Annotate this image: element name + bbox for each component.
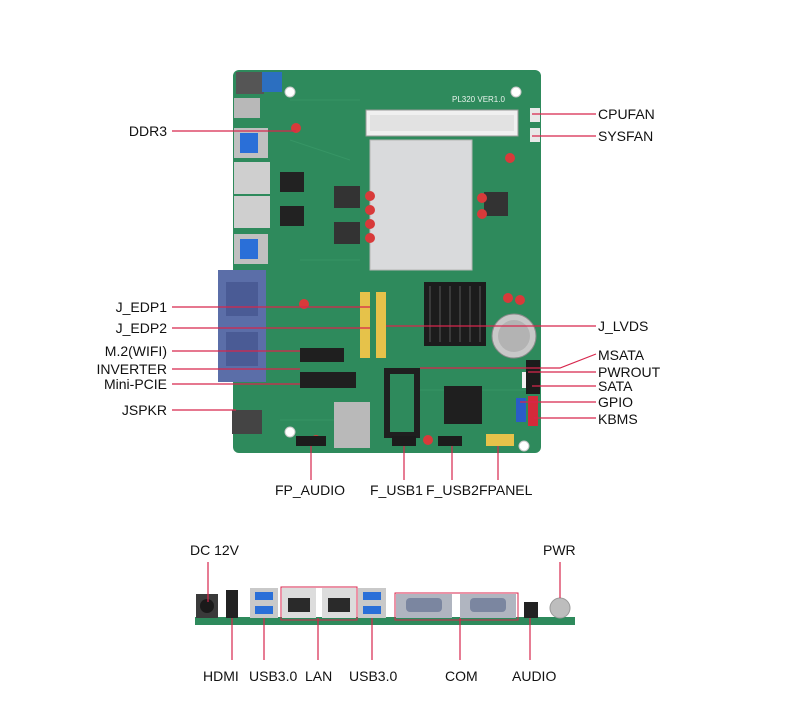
- label-audio: AUDIO: [512, 668, 557, 684]
- power-button: [549, 597, 571, 619]
- label-pwrout: PWROUT: [598, 364, 661, 380]
- label-sysfan: SYSFAN: [598, 128, 654, 144]
- label-sata: SATA: [598, 378, 633, 394]
- cpufan-header: [530, 108, 540, 122]
- f-usb1-header: [392, 436, 416, 446]
- lan-top-1: [234, 162, 270, 194]
- green-terminal: [262, 72, 282, 92]
- label-cpufan: CPUFAN: [598, 106, 655, 122]
- label-j-lvds: J_LVDS: [598, 318, 649, 334]
- label-lan: LAN: [305, 668, 333, 684]
- fpanel-header: [486, 434, 514, 446]
- dc-jack-top: [236, 72, 264, 94]
- leader-lines: [172, 113, 597, 660]
- label-j-edp2: J_EDP2: [115, 320, 167, 336]
- com-highlight: [394, 592, 519, 621]
- card-slot: [334, 402, 370, 448]
- lan-highlight: [280, 586, 358, 621]
- label-jspkr: JSPKR: [121, 402, 167, 418]
- hdmi-port: [226, 590, 238, 618]
- label-pwr: PWR: [543, 542, 576, 558]
- label-dc12v: DC 12V: [190, 542, 240, 558]
- board-top-view: [218, 70, 541, 453]
- label-fp-audio: FP_AUDIO: [275, 482, 346, 498]
- label-gpio: GPIO: [598, 394, 634, 410]
- lan-top-2: [234, 196, 270, 228]
- label-f-usb1: F_USB1: [370, 482, 423, 498]
- label-hdmi: HDMI: [203, 668, 239, 684]
- label-com: COM: [445, 668, 478, 684]
- label-f-usb2: F_USB2: [426, 482, 479, 498]
- label-mini-pcie: Mini-PCIE: [103, 376, 167, 392]
- fp-audio-header: [296, 436, 326, 446]
- label-inverter: INVERTER: [96, 361, 167, 377]
- label-kbms: KBMS: [598, 411, 638, 427]
- label-ddr3: DDR3: [128, 123, 167, 139]
- label-usb30-right: USB3.0: [349, 668, 398, 684]
- label-usb30-left: USB3.0: [249, 668, 298, 684]
- label-msata: MSATA: [598, 347, 645, 363]
- cpu-heat-plate: [369, 139, 473, 271]
- minipcie-slot: [300, 372, 356, 388]
- label-j-edp1: J_EDP1: [115, 299, 167, 315]
- io-pcb-strip: [195, 617, 575, 625]
- sata-connector: [526, 360, 540, 394]
- board-model-silkscreen: PL320 VER1.0: [452, 95, 505, 104]
- label-m2-wifi: M.2(WIFI): [104, 343, 167, 359]
- f-usb2-header: [438, 436, 462, 446]
- sysfan-header: [530, 128, 540, 142]
- rear-io-view: [195, 588, 575, 625]
- edp-header-2: [376, 292, 386, 358]
- edp-header-1: [360, 292, 370, 358]
- m2-slot: [300, 348, 344, 362]
- audio-top: [232, 410, 262, 434]
- audio-jack: [524, 602, 538, 618]
- chipset-heatsink: [424, 282, 486, 346]
- hdmi-top: [234, 98, 260, 118]
- super-io-chip: [444, 386, 482, 424]
- gpio-header: [516, 398, 526, 422]
- kbms-header: [528, 396, 538, 426]
- label-fpanel: FPANEL: [479, 482, 533, 498]
